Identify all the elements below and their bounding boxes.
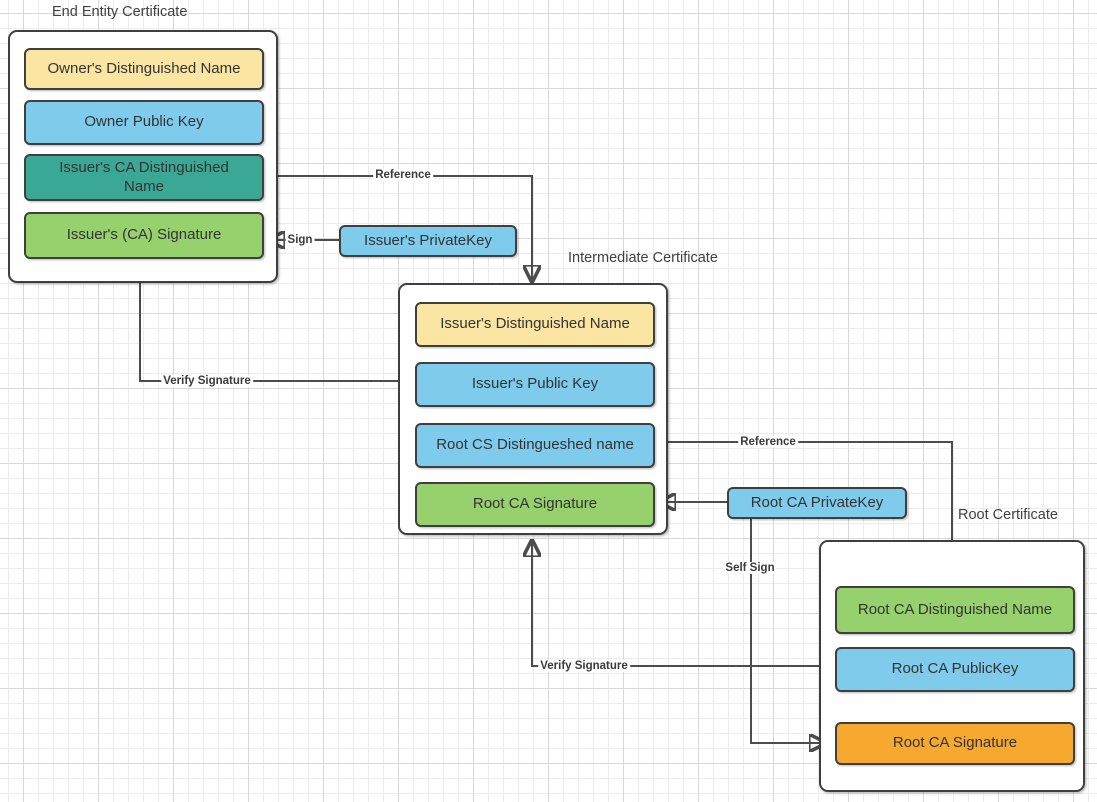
label-reference-mid[interactable]: Reference (738, 436, 798, 448)
issuer-private-key-box[interactable]: Issuer's PrivateKey (339, 225, 517, 257)
field-issuer-public-key-label: Issuer's Public Key (471, 375, 599, 393)
label-verify-signature-bottom[interactable]: Verify Signature (538, 660, 630, 672)
field-root-cs-distinguished-name-label: Root CS Distingueshed name (436, 436, 634, 454)
connector-verify-signature-root-to-intermediate[interactable] (532, 541, 832, 667)
intermediate-certificate-title[interactable]: Intermediate Certificate (568, 250, 718, 266)
field-owner-distinguished-name-label: Owner's Distinguished Name (47, 59, 241, 77)
field-root-ca-public-key-label: Root CA PublicKey (891, 660, 1019, 678)
label-sign[interactable]: Sign (285, 234, 315, 246)
root-certificate-box[interactable]: Root CA Distinguished Name Root CA Publi… (819, 540, 1085, 792)
field-issuer-distinguished-name-label: Issuer's Distinguished Name (440, 315, 630, 333)
field-root-ca-distinguished-name[interactable]: Root CA Distinguished Name (835, 586, 1075, 634)
field-issuer-ca-signature[interactable]: Issuer's (CA) Signature (24, 212, 264, 259)
field-issuer-ca-distinguished-name-label: Issuer's CA Distinguished Name (59, 158, 229, 195)
connector-self-sign[interactable] (750, 519, 825, 743)
end-entity-certificate-title[interactable]: End Entity Certificate (52, 4, 188, 20)
field-owner-public-key-label: Owner Public Key (84, 113, 204, 131)
root-certificate-title[interactable]: Root Certificate (958, 507, 1058, 523)
field-root-ca-signature-root[interactable]: Root CA Signature (835, 722, 1075, 765)
field-root-ca-distinguished-name-label: Root CA Distinguished Name (857, 600, 1053, 618)
connector-verify-signature-intermediate-to-end-entity[interactable] (140, 265, 412, 382)
connector-reference-end-entity-to-intermediate[interactable] (262, 175, 532, 281)
label-self-sign[interactable]: Self Sign (723, 562, 777, 574)
field-issuer-distinguished-name[interactable]: Issuer's Distinguished Name (415, 302, 655, 347)
field-owner-distinguished-name[interactable]: Owner's Distinguished Name (24, 48, 264, 90)
field-issuer-ca-signature-label: Issuer's (CA) Signature (66, 226, 222, 244)
root-ca-private-key-label: Root CA PrivateKey (750, 493, 884, 511)
issuer-private-key-label: Issuer's PrivateKey (364, 231, 492, 249)
end-entity-certificate-box[interactable]: Owner's Distinguished Name Owner Public … (8, 30, 278, 283)
root-ca-private-key-box[interactable]: Root CA PrivateKey (727, 487, 907, 519)
field-root-cs-distinguished-name[interactable]: Root CS Distingueshed name (415, 423, 655, 468)
field-root-ca-signature-root-label: Root CA Signature (892, 734, 1018, 752)
field-root-ca-signature-intermediate[interactable]: Root CA Signature (415, 482, 655, 527)
field-root-ca-signature-intermediate-label: Root CA Signature (472, 495, 598, 513)
field-issuer-public-key[interactable]: Issuer's Public Key (415, 362, 655, 407)
field-issuer-ca-distinguished-name[interactable]: Issuer's CA Distinguished Name (24, 154, 264, 201)
intermediate-certificate-box[interactable]: Issuer's Distinguished Name Issuer's Pub… (398, 283, 668, 535)
label-verify-signature-left[interactable]: Verify Signature (161, 375, 253, 387)
field-owner-public-key[interactable]: Owner Public Key (24, 100, 264, 145)
label-reference-top[interactable]: Reference (373, 169, 433, 181)
field-root-ca-public-key[interactable]: Root CA PublicKey (835, 647, 1075, 692)
